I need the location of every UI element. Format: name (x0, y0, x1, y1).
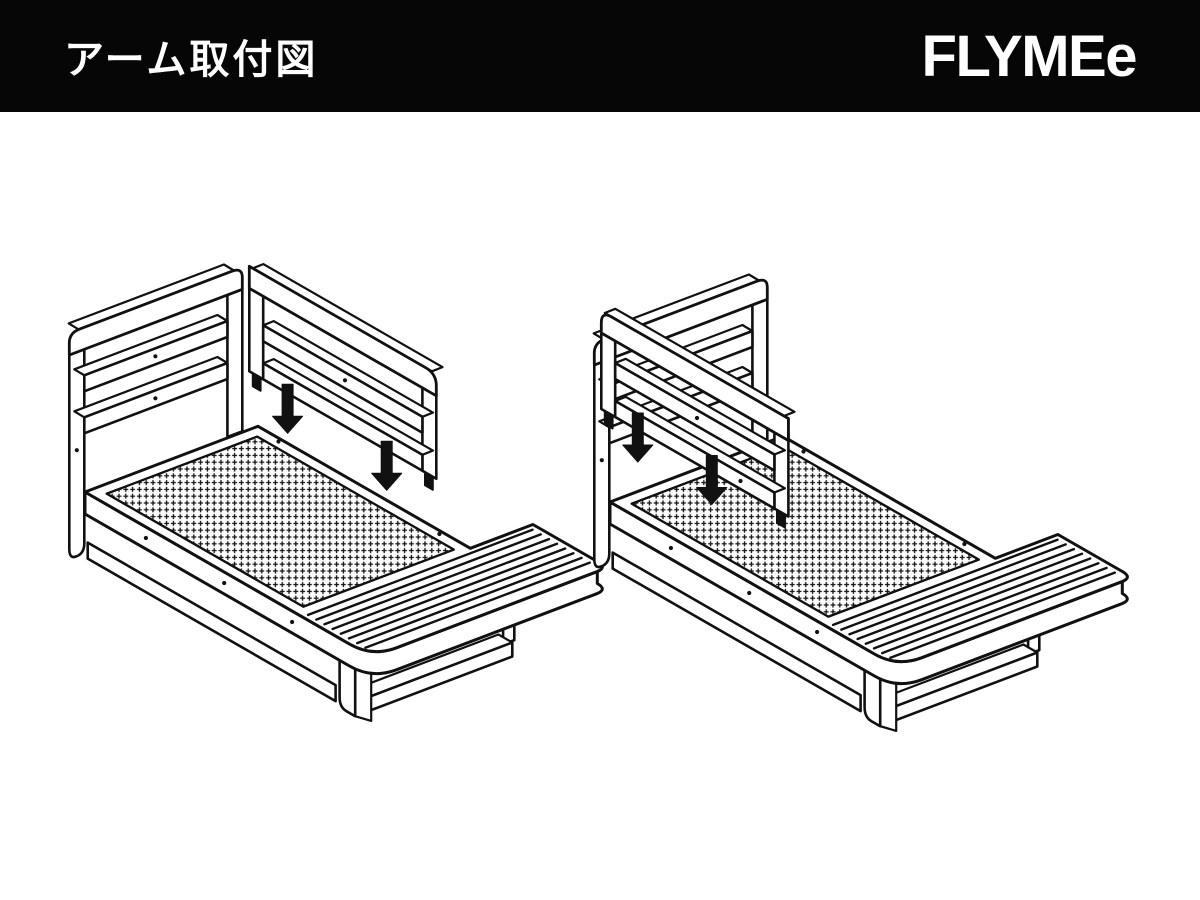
attach-direction-arrows (622, 412, 728, 505)
brand-logo: FLYMEe (921, 23, 1138, 89)
foot-slat-panel (831, 538, 1116, 659)
attach-direction-arrows (272, 383, 403, 491)
title-bar: アーム取付図 FLYMEe (0, 0, 1200, 112)
figure-canvas (0, 112, 1200, 900)
assembly-diagram-figure (67, 263, 1129, 732)
down-arrow-icon (622, 412, 654, 463)
bed-frame-deck (83, 424, 604, 676)
down-arrow-icon (371, 440, 403, 491)
down-arrow-icon (696, 455, 728, 505)
arm-rail (247, 263, 444, 491)
bed-frame-arm-attach-near-side (592, 273, 1129, 732)
bed-frame-deck (608, 434, 1129, 686)
headboard (67, 263, 244, 559)
page-title: アーム取付図 (64, 38, 319, 82)
bed-frame-arm-attach-far-side (67, 263, 604, 722)
down-arrow-icon (272, 383, 304, 434)
perforated-mesh-panel (105, 435, 455, 608)
foot-slat-panel (306, 528, 591, 649)
arm-rail (599, 307, 796, 529)
